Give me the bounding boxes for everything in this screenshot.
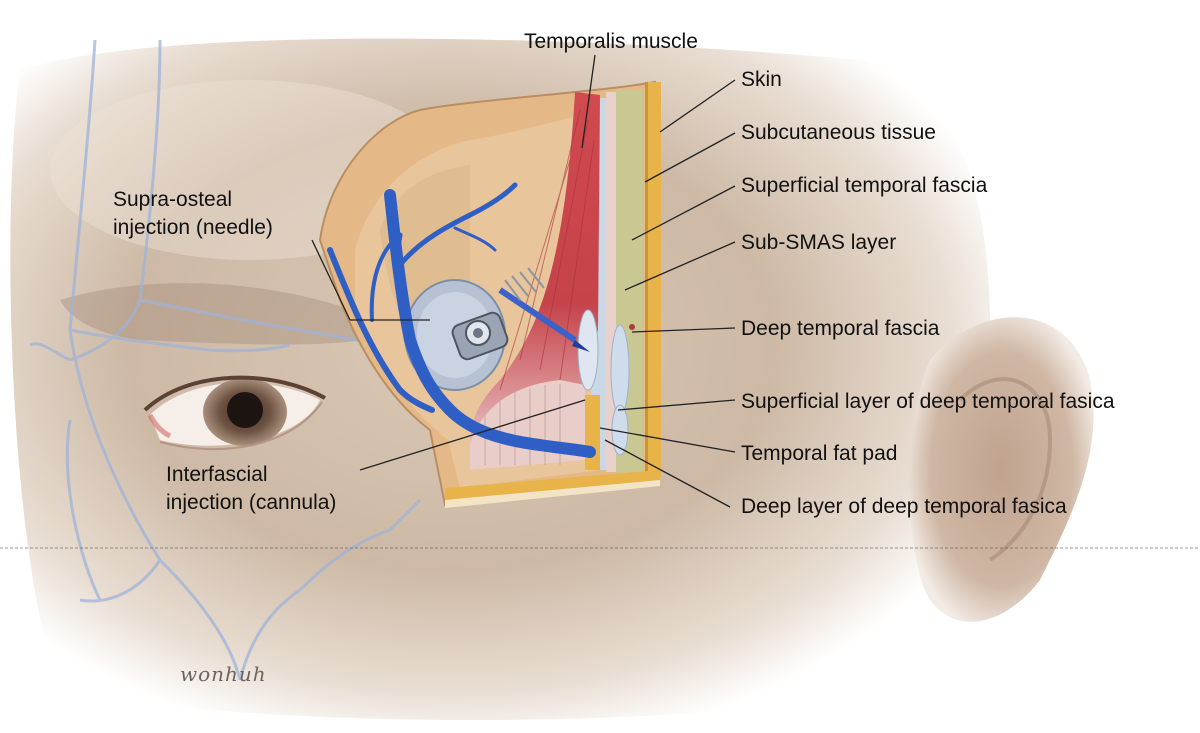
label-superficial-temporal-fascia: Superficial temporal fascia <box>741 173 987 198</box>
label-interfascial-line2: injection (cannula) <box>166 490 336 515</box>
label-sub-smas-layer: Sub-SMAS layer <box>741 230 896 255</box>
label-temporalis-muscle: Temporalis muscle <box>524 29 698 54</box>
label-supra-osteal-line2: injection (needle) <box>113 215 273 240</box>
label-supra-osteal-line1: Supra-osteal <box>113 187 232 212</box>
label-deep-layer-dtf: Deep layer of deep temporal fasica <box>741 494 1067 519</box>
label-deep-temporal-fascia: Deep temporal fascia <box>741 316 939 341</box>
artist-signature: wonhuh <box>180 662 267 686</box>
label-superficial-layer-dtf: Superficial layer of deep temporal fasic… <box>741 389 1115 414</box>
label-subcutaneous-tissue: Subcutaneous tissue <box>741 120 936 145</box>
label-temporal-fat-pad: Temporal fat pad <box>741 441 897 466</box>
label-interfascial-line1: Interfascial <box>166 462 268 487</box>
label-skin: Skin <box>741 67 782 92</box>
temporal-fat-pad <box>585 395 600 470</box>
